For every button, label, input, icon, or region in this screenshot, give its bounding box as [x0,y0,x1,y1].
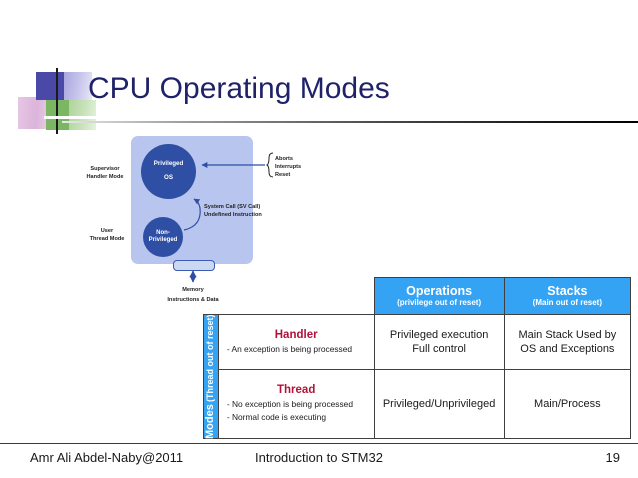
handler-mode-bullets: - An exception is being processed [226,343,353,354]
reset-label: Reset [275,172,291,179]
mode-cell-thread: Thread - No exception is being processed… [217,369,375,439]
operations-header-subtitle: (privilege out of reset) [397,298,482,308]
nonprivileged-label-line1: Non- [156,229,170,236]
aborts-label: Aborts [275,156,294,162]
supervisor-mode-label: Supervisor Handler Mode [82,166,128,182]
thread-bullet-2: - Normal code is executing [226,411,326,422]
privileged-os-label: OS [164,174,173,181]
thread-stacks-cell: Main/Process [503,369,632,439]
table-row: Thread - No exception is being processed… [204,369,632,439]
slide-header: CPU Operating Modes [0,0,638,134]
handler-stacks-cell: Main Stack Used by OS and Exceptions [503,314,632,371]
page-title: CPU Operating Modes [88,72,390,105]
user-label-line1: User [100,228,114,234]
table-corner-spacer-mode [218,278,374,315]
system-call-label: System Call (SV Call) Undefined Instruct… [204,203,262,219]
logo-horizontal-line [44,116,100,119]
thread-operations-cell: Privileged/Unprivileged [373,369,505,439]
diagram-arrows [183,162,265,283]
handler-stacks-line1: Main Stack Used by [518,328,617,341]
brace-icon [266,152,274,178]
row-axis-subtitle: (Thread out of reset) [205,314,215,402]
syscall-arrow [183,198,201,231]
handler-operations-line1: Privileged execution [389,328,489,341]
thread-mode-bullets: - No exception is being processed - Norm… [225,398,368,422]
thread-operations-line1: Privileged/Unprivileged [382,397,496,410]
nonprivileged-mode-circle: Non- Privileged [143,217,183,257]
handler-stacks-line2: OS and Exceptions [520,343,615,356]
handler-mode-name: Handler [274,328,318,341]
memory-label: Memory Instructions & Data [153,285,233,305]
column-header-stacks: Stacks (Main out of reset) [503,276,632,316]
handler-operations-line2: Full control [412,343,466,356]
operations-header-title: Operations [406,283,473,298]
stacks-header-title: Stacks [547,283,588,298]
mode-cell-handler: Handler - An exception is being processe… [217,314,375,371]
decorative-logo [18,68,102,134]
thread-bullet-1: - No exception is being processed [226,399,353,410]
supervisor-label-line2: Handler Mode [86,173,124,180]
memory-subtitle: Instructions & Data [167,297,219,304]
cpu-mode-diagram: Privileged OS Non- Privileged Supervisor… [80,130,410,305]
user-label-line2: Thread Mode [89,235,125,242]
supervisor-label-line1: Supervisor [90,166,120,172]
user-mode-label: User Thread Mode [84,228,130,244]
footer-divider [0,443,638,444]
table-header-row: Operations (privilege out of reset) Stac… [204,276,632,316]
row-axis-title: Modes [204,404,216,439]
thread-mode-name: Thread [277,384,316,397]
logo-square-blue-light [64,72,92,100]
interrupts-label: Interrupts [275,164,302,171]
handler-operations-cell: Privileged execution Full control [373,314,505,371]
modes-comparison-table: Operations (privilege out of reset) Stac… [203,276,632,439]
stacks-header-subtitle: (Main out of reset) [532,298,603,308]
logo-vertical-line [56,68,58,134]
title-divider [62,121,638,123]
memory-title: Memory [182,287,204,293]
nonprivileged-label-line2: Privileged [148,237,178,243]
footer-course-title: Introduction to STM32 [255,450,383,465]
footer-page-number: 19 [605,450,620,465]
system-call-line2: Undefined Instruction [204,212,262,219]
table-row: Modes (Thread out of reset) Handler - An… [203,314,632,439]
privileged-mode-circle: Privileged OS [141,144,196,199]
thread-stacks-line1: Main/Process [534,397,601,410]
slide-footer: Amr Ali Abdel-Naby@2011 Introduction to … [0,448,638,476]
logo-square-blue [36,72,64,100]
table-corner-spacer-axis [204,278,219,315]
exception-sources-label: Aborts Interrupts Reset [275,155,301,179]
logo-square-green-light [69,100,96,130]
footer-author: Amr Ali Abdel-Naby@2011 [30,450,184,465]
system-call-line1: System Call (SV Call) [204,204,261,210]
privileged-label: Privileged [153,160,184,168]
column-header-operations: Operations (privilege out of reset) [373,276,505,316]
row-axis-modes: Modes (Thread out of reset) [203,314,219,439]
